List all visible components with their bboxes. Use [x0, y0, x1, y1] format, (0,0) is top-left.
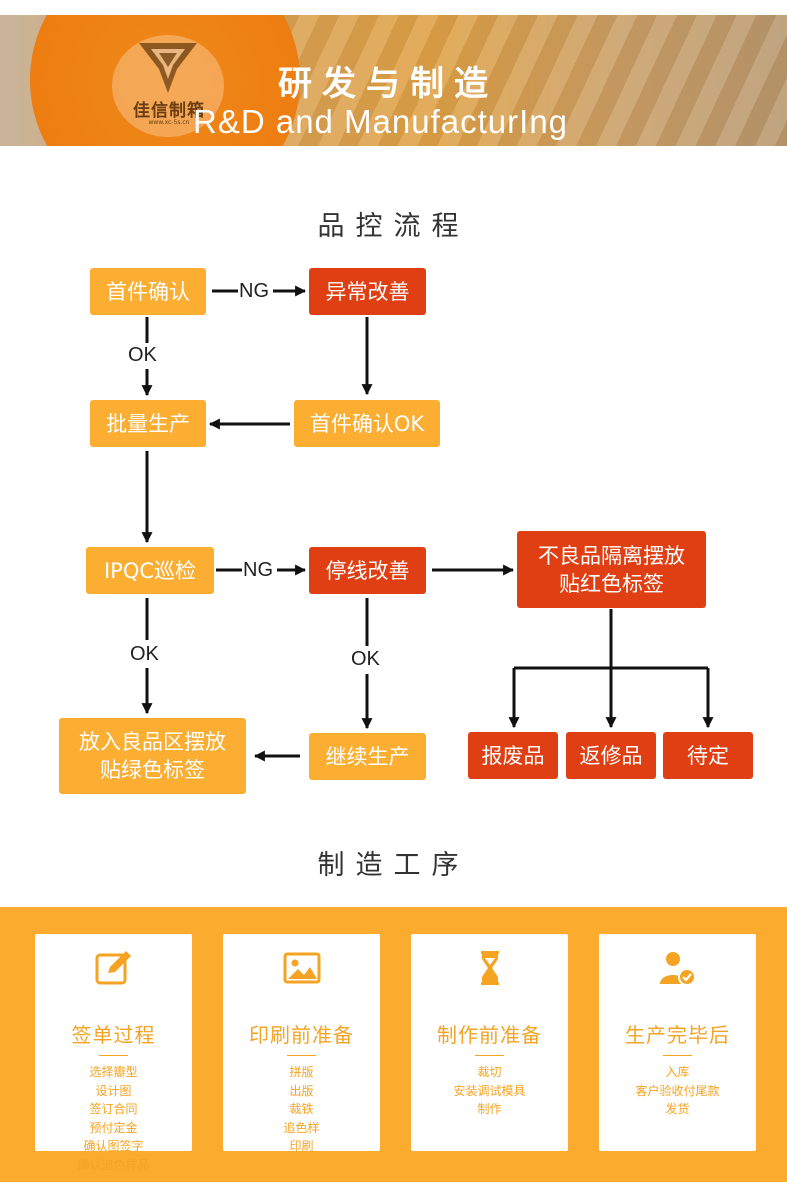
node-stop-line-fix: 停线改善	[309, 547, 426, 594]
node-first-confirm-ok: 首件确认OK	[294, 400, 440, 447]
qc-flowchart: 首件确认 异常改善 批量生产 首件确认OK IPQC巡检 停线改善 不良品隔离摆…	[59, 268, 753, 794]
card-item: 拼版	[289, 1065, 314, 1079]
banner: 佳信制箱 www.xc-5s.cn 研发与制造 R&D and Manufact…	[0, 15, 787, 146]
company-logo-icon	[139, 43, 197, 93]
label-ok-2: OK	[130, 643, 159, 665]
process-section: 签单过程 选择瓣型 设计图 签订合同 预付定金 确认图签字 确认追色样品 印刷前…	[0, 907, 787, 1182]
node-anomaly-fix: 异常改善	[309, 268, 426, 315]
card-item: 出版	[289, 1083, 314, 1098]
node-ipqc-patrol: IPQC巡检	[86, 547, 214, 594]
card-item: 入库	[665, 1065, 690, 1079]
card-item: 追色样	[283, 1120, 320, 1135]
node-scrap: 报废品	[468, 732, 558, 779]
card-items: 选择瓣型 设计图 签订合同 预付定金 确认图签字 确认追色样品	[35, 1063, 192, 1174]
node-pending: 待定	[663, 732, 753, 779]
logo-url: www.xc-5s.cn	[148, 119, 190, 126]
node-first-confirm: 首件确认	[90, 268, 206, 315]
process-card-post-production: 生产完毕后 入库 客户验收付尾款 发货	[599, 934, 756, 1151]
card-item: 确认图签字	[83, 1139, 144, 1153]
banner-title-cn: 研发与制造	[278, 64, 498, 104]
card-divider	[99, 1055, 128, 1056]
card-item: 选择瓣型	[89, 1065, 138, 1079]
label-ng-1: NG	[239, 280, 269, 302]
card-item: 安装调试模具	[453, 1083, 526, 1098]
card-items: 入库 客户验收付尾款 发货	[599, 1063, 756, 1119]
label-ok-3: OK	[351, 648, 380, 670]
card-item: 制作	[477, 1102, 502, 1116]
card-item: 设计图	[95, 1083, 132, 1098]
card-title: 制作前准备	[437, 1023, 542, 1047]
node-defect-isolate: 不良品隔离摆放 贴红色标签	[517, 531, 706, 608]
card-item: 客户验收付尾款	[635, 1083, 720, 1098]
card-items: 裁切 安装调试模具 制作	[411, 1063, 568, 1119]
card-item: 预付定金	[89, 1120, 138, 1135]
banner-background-pattern	[260, 15, 787, 146]
qc-flow-title: 品控流程	[317, 211, 470, 242]
card-item: 签订合同	[89, 1102, 138, 1116]
card-item: 裁切	[477, 1065, 502, 1079]
card-item: 发货	[665, 1102, 690, 1116]
process-title: 制造工序	[317, 850, 470, 881]
card-divider	[475, 1055, 504, 1056]
process-card-prepress: 印刷前准备 拼版 出版 裁铁 追色样 印刷	[223, 934, 380, 1153]
card-item: 裁铁	[289, 1102, 314, 1116]
card-item: 确认追色样品	[77, 1157, 150, 1172]
process-card-pre-production: 制作前准备 裁切 安装调试模具 制作	[411, 934, 568, 1151]
label-ng-2: NG	[243, 559, 273, 581]
image-icon	[283, 952, 321, 984]
flow-connectors	[141, 285, 714, 762]
card-item: 印刷	[289, 1139, 314, 1153]
card-title: 生产完毕后	[625, 1023, 730, 1047]
hourglass-icon	[481, 951, 499, 985]
node-good-area: 放入良品区摆放 贴绿色标签	[59, 718, 246, 794]
logo-text: 佳信制箱	[133, 101, 205, 121]
card-divider	[287, 1055, 316, 1056]
card-items: 拼版 出版 裁铁 追色样 印刷	[223, 1063, 380, 1156]
user-check-icon	[660, 952, 696, 986]
edit-icon	[95, 951, 131, 985]
card-title: 签单过程	[71, 1023, 156, 1047]
card-divider	[663, 1055, 692, 1056]
node-batch-production: 批量生产	[90, 400, 206, 447]
card-title: 印刷前准备	[249, 1023, 354, 1047]
banner-title-en: R&D and ManufacturIng	[193, 103, 569, 140]
node-continue-production: 继续生产	[309, 733, 426, 780]
label-ok-1: OK	[128, 344, 157, 366]
process-card-signing: 签单过程 选择瓣型 设计图 签订合同 预付定金 确认图签字 确认追色样品	[35, 934, 192, 1172]
node-rework: 返修品	[566, 732, 656, 779]
